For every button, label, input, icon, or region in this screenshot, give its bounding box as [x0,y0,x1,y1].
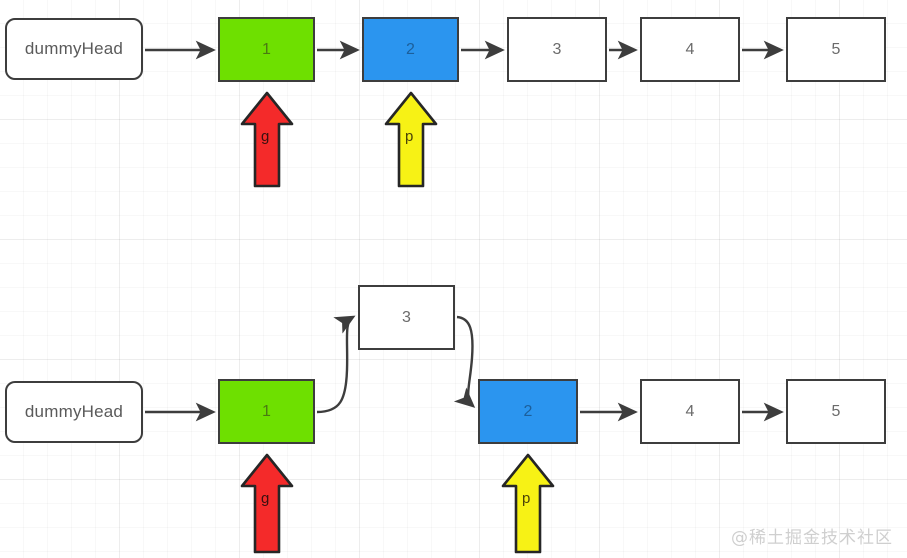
node-4-top[interactable]: 4 [640,17,740,82]
pointer-label-text: p [405,128,414,145]
node-1-top[interactable]: 1 [218,17,315,82]
pointer-arrow-g-top [240,91,294,188]
node-5-bottom[interactable]: 5 [786,379,886,444]
node-label: 5 [831,402,841,420]
node-label: 3 [552,40,562,58]
pointer-label-text: g [261,128,270,145]
watermark: @稀土掘金技术社区 [731,528,893,548]
node-3-top[interactable]: 3 [507,17,607,82]
node-4-bottom[interactable]: 4 [640,379,740,444]
node-label: 1 [261,40,272,58]
pointer-label-p-top: p [405,128,413,145]
node-label: 3 [401,308,412,326]
pointer-label-text: p [522,490,531,507]
node-3-bottom[interactable]: 3 [358,285,455,350]
node-label: 2 [405,40,416,58]
pointer-label-g-top: g [261,128,269,145]
node-dummyhead-bottom[interactable]: dummyHead [5,381,143,443]
node-2-bottom[interactable]: 2 [478,379,578,444]
pointer-arrow-p-bottom [501,453,555,554]
node-label: dummyHead [24,402,124,421]
node-label: 4 [685,402,695,420]
node-label: 5 [831,40,841,58]
pointer-arrow-g-bottom [240,453,294,554]
node-1-bottom[interactable]: 1 [218,379,315,444]
node-label: 4 [685,40,695,58]
node-5-top[interactable]: 5 [786,17,886,82]
pointer-label-g-bottom: g [261,490,269,507]
pointer-arrow-p-top [384,91,438,188]
node-label: dummyHead [24,39,124,58]
node-label: 2 [523,402,533,420]
edge-3-to-2-bottom-curve [453,315,476,408]
node-dummyhead-top[interactable]: dummyHead [5,18,143,80]
pointer-label-p-bottom: p [522,490,530,507]
edge-1-to-3-bottom-curve [316,315,356,414]
node-2-top[interactable]: 2 [362,17,459,82]
pointer-label-text: g [261,490,270,507]
node-label: 1 [261,402,272,420]
